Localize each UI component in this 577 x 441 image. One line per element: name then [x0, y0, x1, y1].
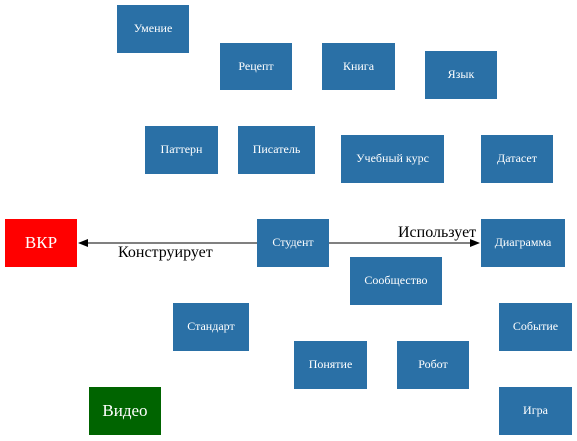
node-standart[interactable]: Стандарт: [173, 303, 249, 351]
node-student[interactable]: Студент: [257, 219, 329, 267]
node-sobytie[interactable]: Событие: [499, 303, 572, 351]
node-recept[interactable]: Рецепт: [220, 43, 292, 90]
node-pisatel[interactable]: Писатель: [238, 126, 315, 174]
node-uchebny-kurs[interactable]: Учебный курс: [341, 135, 444, 183]
node-umenie[interactable]: Умение: [117, 5, 189, 53]
node-igra[interactable]: Игра: [499, 387, 572, 435]
node-soobshchestvo[interactable]: Сообщество: [350, 257, 442, 305]
node-pattern[interactable]: Паттерн: [145, 126, 218, 174]
edge-label-uses: Использует: [398, 224, 477, 241]
node-diagramma[interactable]: Диаграмма: [481, 219, 565, 267]
node-vkr[interactable]: ВКР: [5, 219, 77, 267]
edge-label-constructs: Конструирует: [118, 244, 213, 261]
node-video[interactable]: Видео: [89, 387, 161, 435]
node-dataset[interactable]: Датасет: [481, 135, 553, 183]
node-yazyk[interactable]: Язык: [425, 51, 497, 99]
node-robot[interactable]: Робот: [397, 341, 469, 389]
node-ponyatie[interactable]: Понятие: [294, 341, 367, 389]
node-kniga[interactable]: Книга: [322, 43, 395, 90]
